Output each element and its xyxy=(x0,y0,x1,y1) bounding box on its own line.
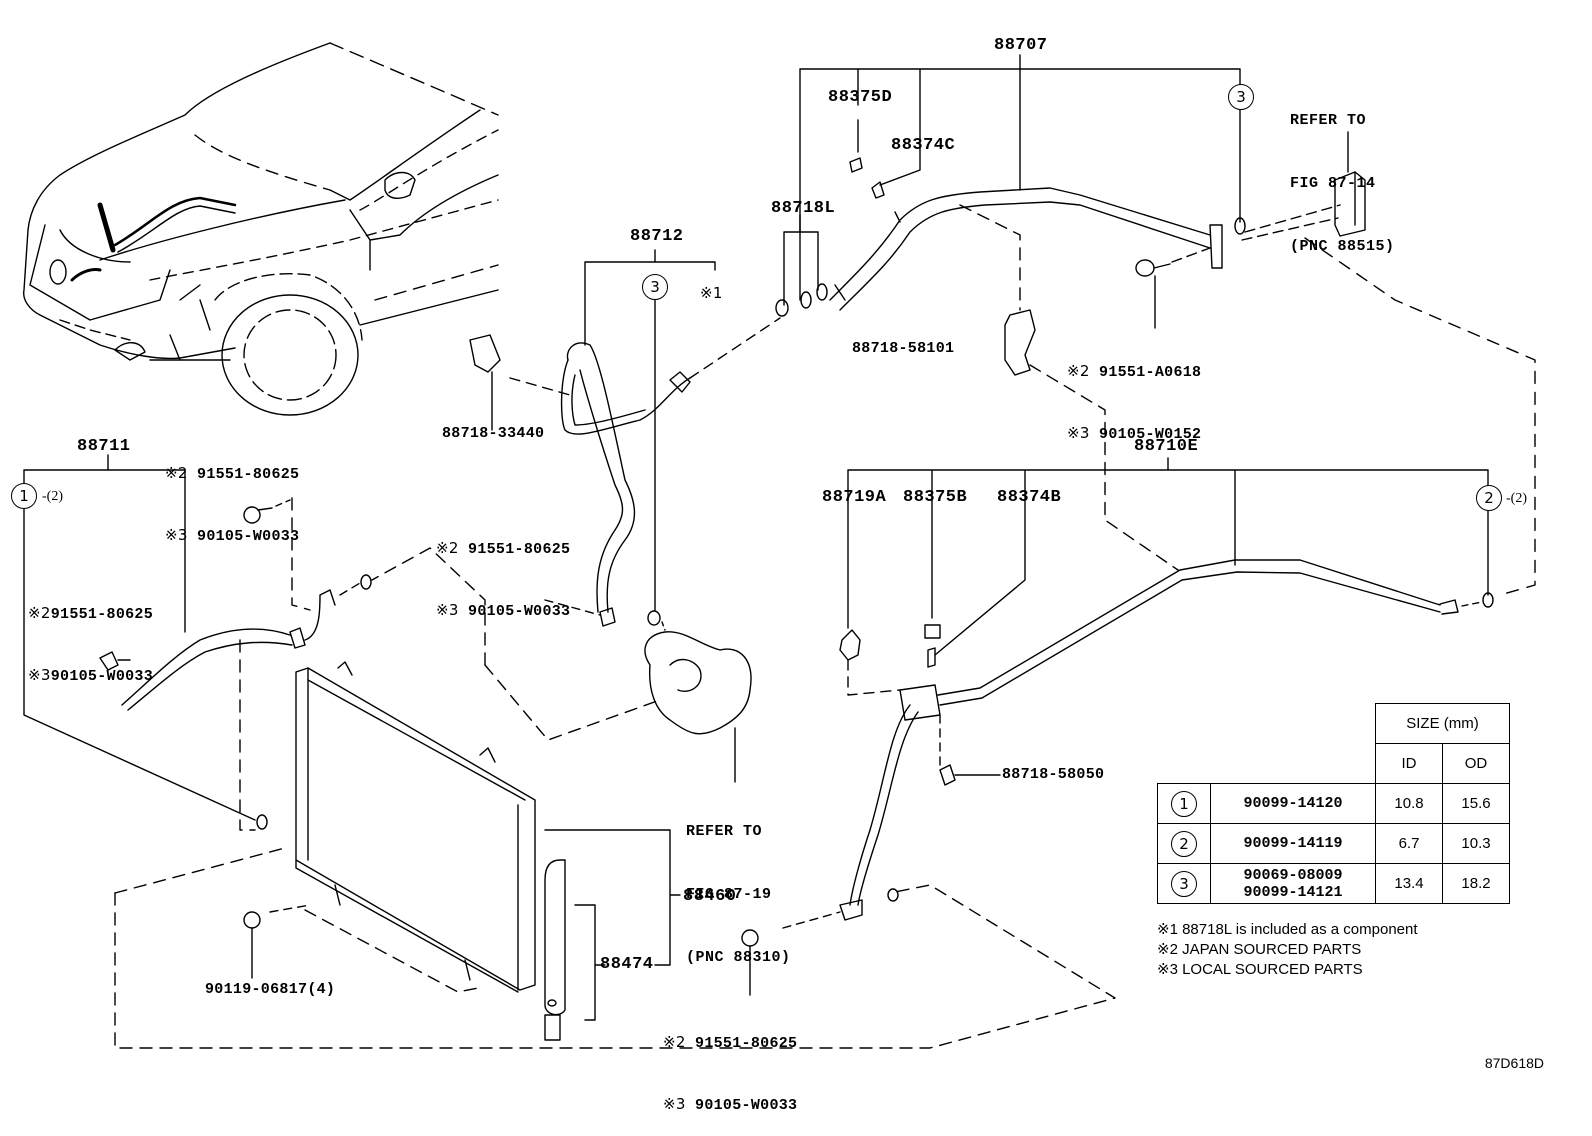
ring-ref-3-lower: 3 xyxy=(642,274,668,300)
outer-diameter: 18.2 xyxy=(1442,863,1510,904)
refer-fig-87-19[interactable]: REFER TO FIG 87-19 (PNC 88310) xyxy=(686,823,791,966)
ring-ref-3-upper: 3 xyxy=(1228,84,1254,110)
refer-fig-87-14[interactable]: REFER TO FIG 87-14 (PNC 88515) xyxy=(1290,112,1395,255)
figure-code: 87D618D xyxy=(1484,1055,1544,1071)
footnote-2: ※2 JAPAN SOURCED PARTS xyxy=(1157,941,1362,958)
ring-ref-1: 1 xyxy=(11,483,37,509)
outer-diameter: 10.3 xyxy=(1442,823,1510,864)
part-88710E-line xyxy=(839,457,1494,921)
part-label-88719A: 88719A xyxy=(822,488,887,507)
bolt-callout-a0618: ※2 91551-A0618 ※3 90105-W0152 xyxy=(1067,362,1202,443)
part-label-88460: 88460 xyxy=(683,887,737,906)
part-label-88711: 88711 xyxy=(77,437,131,456)
part-label-88718-33440: 88718-33440 xyxy=(442,425,545,442)
part-label-88718-58050: 88718-58050 xyxy=(1002,766,1105,783)
part-label-88374B: 88374B xyxy=(997,488,1062,507)
oring-size-table: SIZE (mm) ID OD 1 90099-14120 10.8 15.6 … xyxy=(1157,703,1510,904)
part-label-88374C: 88374C xyxy=(891,136,956,155)
part-number: 90099-14119 xyxy=(1210,823,1376,864)
vehicle-illustration xyxy=(23,42,499,416)
part-label-90119-06817: 90119-06817(4) xyxy=(205,981,336,998)
col-id-header: ID xyxy=(1375,743,1443,784)
outer-diameter: 15.6 xyxy=(1442,783,1510,824)
table-row: 1 90099-14120 10.8 15.6 xyxy=(1157,783,1510,824)
part-number: 90099-14120 xyxy=(1210,783,1376,824)
ring-ref-badge: 3 xyxy=(1171,870,1197,897)
col-od-header: OD xyxy=(1442,743,1510,784)
part-label-88474: 88474 xyxy=(600,955,654,974)
bolt-callout-88712: ※2 91551-80625 ※3 90105-W0033 xyxy=(436,539,571,620)
part-label-88707: 88707 xyxy=(994,36,1048,55)
part-label-88375D: 88375D xyxy=(828,88,893,107)
parts-diagram xyxy=(23,42,1536,1049)
bolt-callout-bottom: ※2 91551-80625 ※3 90105-W0033 xyxy=(663,1033,798,1114)
part-label-88710E: 88710E xyxy=(1134,437,1199,456)
footnote-3: ※3 LOCAL SOURCED PARTS xyxy=(1157,961,1363,978)
note-mark-1: ※1 xyxy=(700,284,723,302)
ring-ref-2-qty: -(2) xyxy=(1506,491,1527,506)
size-header: SIZE (mm) xyxy=(1375,703,1510,744)
part-label-88712: 88712 xyxy=(630,227,684,246)
bolt-callout-upper-left: ※2 91551-80625 ※3 90105-W0033 xyxy=(165,464,300,545)
part-88711-hose xyxy=(23,454,372,831)
ring-ref-2: 2 xyxy=(1476,485,1502,511)
table-row: 3 90069-08009 90099-14121 13.4 18.2 xyxy=(1157,863,1510,904)
ring-ref-1-qty: -(2) xyxy=(42,489,63,504)
ring-ref-badge: 1 xyxy=(1171,790,1197,817)
part-88707-pipe xyxy=(799,54,1341,329)
ring-ref-badge: 2 xyxy=(1171,830,1197,857)
inner-diameter: 10.8 xyxy=(1375,783,1443,824)
compressor-illustration xyxy=(371,547,752,783)
part-label-88718-58101: 88718-58101 xyxy=(852,340,955,357)
part-label-88718L: 88718L xyxy=(771,199,836,218)
part-number: 90069-08009 90099-14121 xyxy=(1210,863,1376,904)
bracket-88718-58101 xyxy=(1004,309,1179,571)
bolt-callout-88711: ※291551-80625 ※390105-W0033 xyxy=(28,604,154,685)
table-row: 2 90099-14119 6.7 10.3 xyxy=(1157,823,1510,864)
part-label-88375B: 88375B xyxy=(903,488,968,507)
part-88712-hose xyxy=(469,249,781,631)
inner-diameter: 13.4 xyxy=(1375,863,1443,904)
part-88718L-orings xyxy=(775,214,846,317)
expansion-valve-illustration xyxy=(1304,131,1536,596)
footnote-1: ※1 88718L is included as a component xyxy=(1157,921,1418,938)
footnotes: ※1 88718L is included as a component ※2 … xyxy=(1157,920,1418,980)
inner-diameter: 6.7 xyxy=(1375,823,1443,864)
condenser-88460 xyxy=(114,661,1116,1049)
